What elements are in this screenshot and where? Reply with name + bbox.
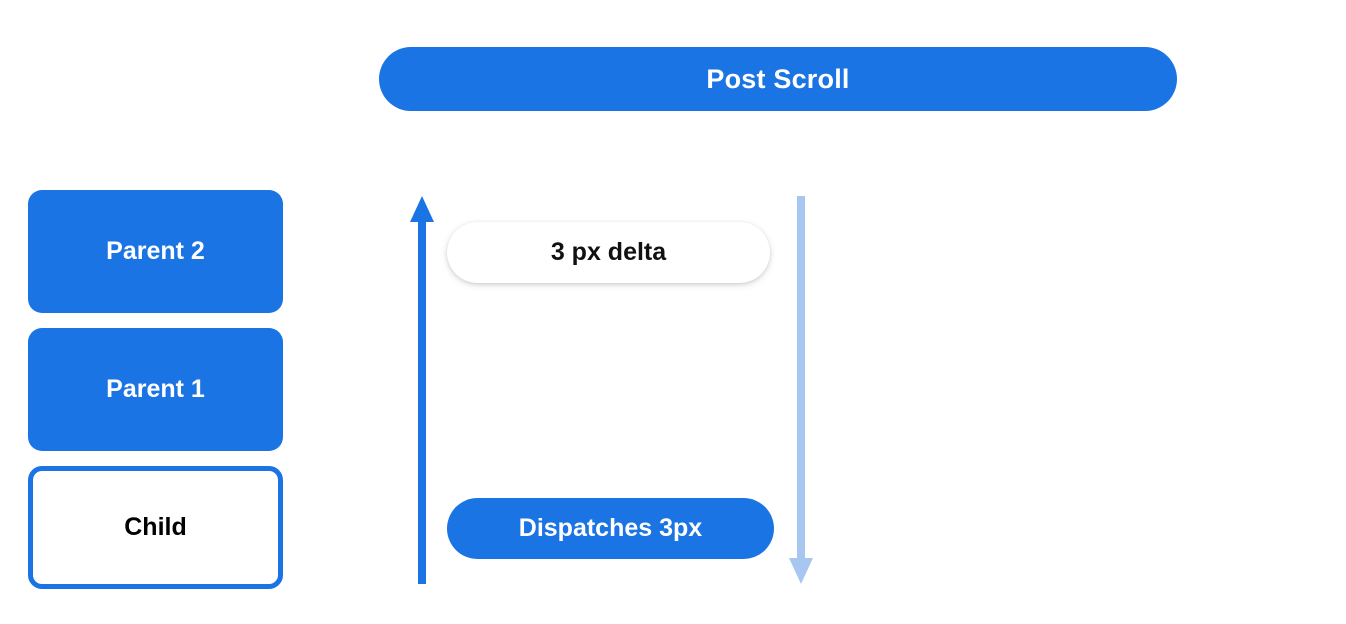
node-parent-1-label: Parent 1 xyxy=(106,375,205,403)
dispatch-pill-label: Dispatches 3px xyxy=(518,514,703,542)
delta-pill: 3 px delta xyxy=(447,222,770,283)
delta-pill-label: 3 px delta xyxy=(550,238,667,266)
node-child-label: Child xyxy=(124,513,187,541)
node-child: Child xyxy=(28,466,283,589)
banner-title: Post Scroll xyxy=(706,63,850,94)
scroll-down-arrow xyxy=(787,192,815,593)
node-parent-1: Parent 1 xyxy=(28,328,283,451)
post-scroll-banner: Post Scroll xyxy=(379,47,1177,111)
node-parent-2-label: Parent 2 xyxy=(106,237,205,265)
scroll-up-arrow xyxy=(408,192,436,593)
node-parent-2: Parent 2 xyxy=(28,190,283,313)
view-hierarchy-stack: Parent 2 Parent 1 Child xyxy=(28,190,283,589)
dispatch-pill: Dispatches 3px xyxy=(447,498,774,559)
